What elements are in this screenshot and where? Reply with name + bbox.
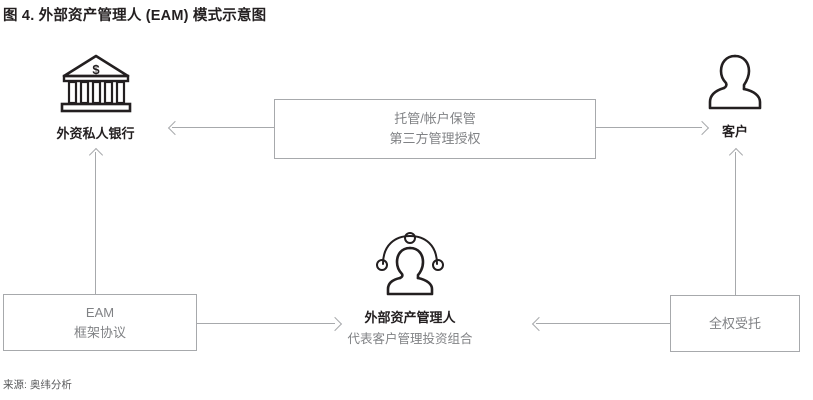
node-bank-label: 外资私人银行 bbox=[56, 126, 135, 141]
bank-icon: $ bbox=[59, 52, 133, 119]
box-eam-agreement: EAM 框架协议 bbox=[3, 294, 197, 351]
figure-title: 图 4. 外部资产管理人 (EAM) 模式示意图 bbox=[3, 8, 267, 24]
connector-custody-client-line bbox=[594, 127, 702, 129]
network-person-icon bbox=[369, 232, 451, 303]
connector-agreement-eam-line bbox=[195, 323, 335, 325]
connector-discretionary-client-arrowhead bbox=[728, 147, 744, 163]
person-icon bbox=[704, 52, 766, 117]
box-custody-line1: 托管/帐户保管 bbox=[394, 111, 476, 126]
box-eam-agreement-line2: 框架协议 bbox=[73, 324, 126, 340]
box-discretionary-line1: 全权受托 bbox=[708, 315, 761, 331]
figure-source: 来源: 奥纬分析 bbox=[3, 379, 72, 391]
box-discretionary: 全权受托 bbox=[670, 295, 800, 352]
svg-text:$: $ bbox=[92, 62, 100, 77]
box-custody-line2: 第三方管理授权 bbox=[389, 131, 481, 146]
node-client: 客户 bbox=[673, 52, 797, 140]
box-eam-agreement-line1: EAM bbox=[85, 304, 115, 320]
connector-discretionary-eam-line bbox=[536, 323, 672, 325]
box-custody: 托管/帐户保管 第三方管理授权 bbox=[274, 99, 596, 159]
node-eam-sublabel: 代表客户管理投资组合 bbox=[347, 332, 473, 346]
connector-discretionary-client-line bbox=[735, 152, 737, 296]
connector-agreement-bank-arrowhead bbox=[88, 147, 104, 163]
node-foreign-private-bank: $ 外资私人银行 bbox=[28, 52, 163, 142]
node-external-asset-manager: 外部资产管理人 代表客户管理投资组合 bbox=[305, 232, 515, 347]
node-eam-label: 外部资产管理人 bbox=[364, 310, 456, 325]
node-client-label: 客户 bbox=[721, 124, 748, 139]
connector-agreement-bank-line bbox=[95, 152, 97, 295]
connector-custody-bank-line bbox=[172, 127, 276, 129]
connector-discretionary-eam-arrowhead bbox=[531, 316, 547, 332]
connector-custody-bank-arrowhead bbox=[167, 120, 183, 136]
